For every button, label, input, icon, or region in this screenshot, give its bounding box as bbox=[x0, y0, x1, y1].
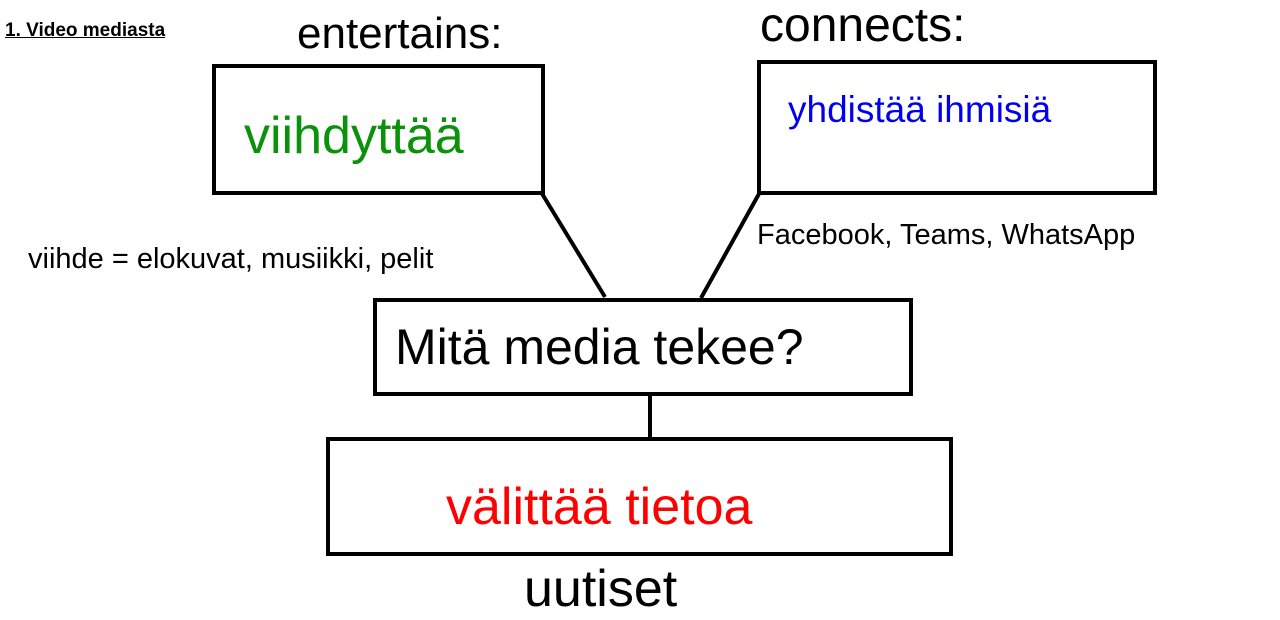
connects-note: Facebook, Teams, WhatsApp bbox=[757, 219, 1136, 251]
connector-connects bbox=[699, 191, 762, 299]
center-text: Mitä media tekee? bbox=[395, 319, 804, 375]
connects-text: yhdistää ihmisiä bbox=[788, 89, 1052, 130]
entertains-label: entertains: bbox=[297, 9, 503, 58]
connector-entertains bbox=[539, 190, 607, 299]
informs-note: uutiset bbox=[524, 560, 678, 618]
center-box: Mitä media tekee? bbox=[373, 298, 913, 396]
entertains-note: viihde = elokuvat, musiikki, pelit bbox=[28, 243, 434, 275]
connects-box: yhdistää ihmisiä bbox=[757, 60, 1157, 195]
connects-label: connects: bbox=[760, 0, 966, 52]
entertains-text: viihdyttää bbox=[244, 107, 464, 165]
entertains-box: viihdyttää bbox=[212, 64, 545, 195]
informs-text: välittää tietoa bbox=[446, 478, 753, 536]
page-title: 1. Video mediasta bbox=[5, 20, 166, 41]
informs-box: välittää tietoa bbox=[326, 437, 953, 556]
